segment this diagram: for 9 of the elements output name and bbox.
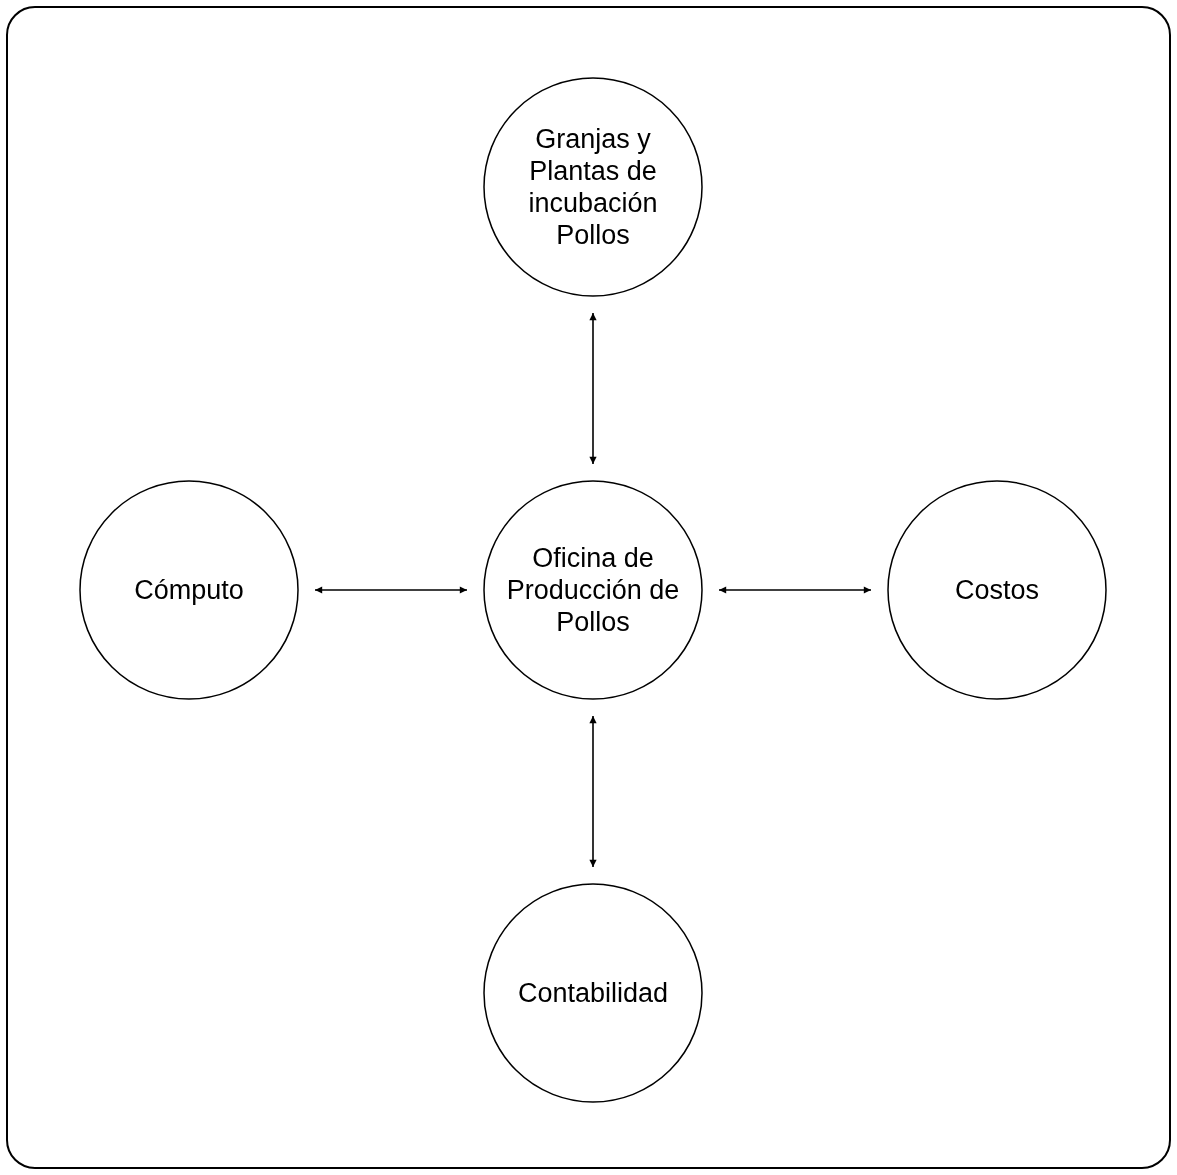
double-arrow bbox=[589, 715, 597, 868]
double-arrow bbox=[718, 586, 872, 594]
node-label: Costos bbox=[953, 574, 1040, 606]
node-label: Granjas y Plantas de incubación Pollos bbox=[527, 123, 659, 251]
double-arrow bbox=[314, 586, 468, 594]
double-arrow bbox=[589, 312, 597, 465]
node-label: Contabilidad bbox=[516, 977, 670, 1009]
node-label: Oficina de Producción de Pollos bbox=[505, 542, 681, 638]
node-label: Cómputo bbox=[133, 574, 245, 606]
